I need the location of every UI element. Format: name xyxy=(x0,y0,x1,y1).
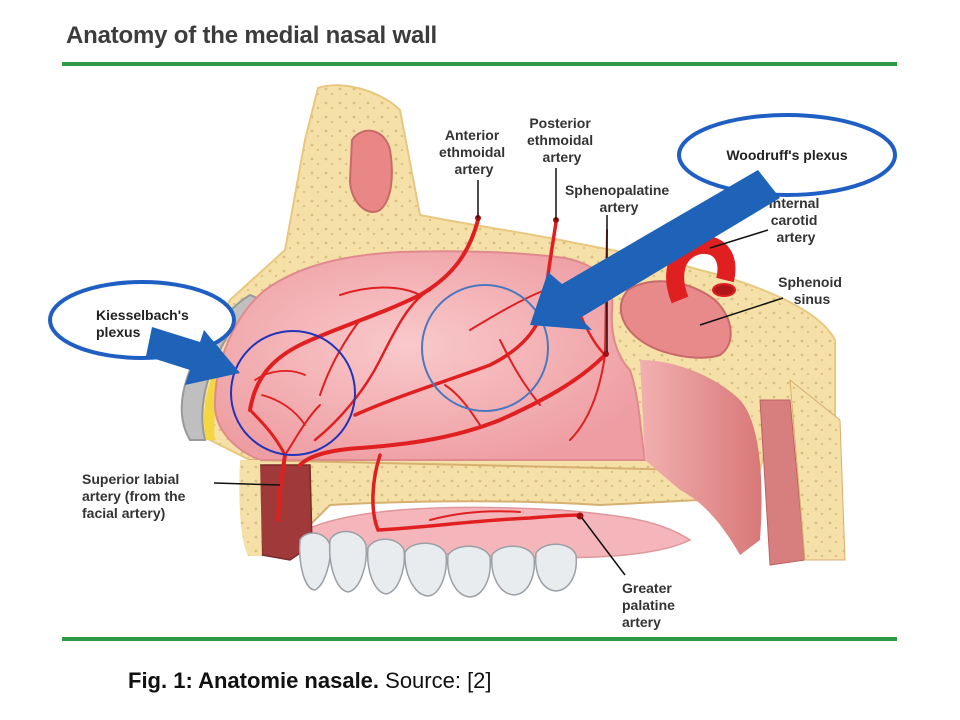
arteries xyxy=(248,218,608,532)
label-superior-labial-artery: Superior labial artery (from the facial … xyxy=(82,471,189,521)
woodruff-arrow xyxy=(530,170,780,330)
woodruff-callout-text: Woodruff's plexus xyxy=(726,147,848,163)
label-posterior-ethmoidal-artery: Posterior ethmoidal artery xyxy=(527,115,597,165)
frontal-sinus xyxy=(348,129,393,213)
slide-title: Anatomy of the medial nasal wall xyxy=(66,22,438,49)
label-sphenoid-sinus: Sphenoid sinus xyxy=(778,274,846,307)
label-internal-carotid-artery: Internal carotid artery xyxy=(769,195,823,245)
lip-skin xyxy=(239,460,262,556)
sphenoid-sinus xyxy=(619,280,732,359)
figure-caption: Fig. 1: Anatomie nasale. Source: [2] xyxy=(128,668,492,694)
label-greater-palatine-artery: Greater palatine artery xyxy=(622,580,679,630)
woodruff-callout xyxy=(677,113,897,197)
kiesselbach-callout-text: Kiesselbach's plexus xyxy=(96,307,193,340)
caption-divider xyxy=(62,637,897,641)
teeth xyxy=(298,530,578,598)
label-sphenopalatine-artery: Sphenopalatine artery xyxy=(565,182,673,215)
caption-source: Source: [2] xyxy=(379,668,492,693)
pharynx xyxy=(640,360,762,555)
kiesselbach-arrow xyxy=(146,327,240,385)
kiesselbach-plexus-circle xyxy=(230,330,356,456)
woodruff-plexus-circle xyxy=(421,284,549,412)
vertebra xyxy=(789,378,846,561)
carotid-lumen xyxy=(712,283,736,297)
label-anterior-ethmoidal-artery: Anterior ethmoidal artery xyxy=(439,127,509,177)
leader-lines xyxy=(213,168,784,576)
title-divider xyxy=(62,62,897,66)
caption-bold: Fig. 1: Anatomie nasale. xyxy=(128,668,380,693)
hard-palate xyxy=(249,458,702,532)
